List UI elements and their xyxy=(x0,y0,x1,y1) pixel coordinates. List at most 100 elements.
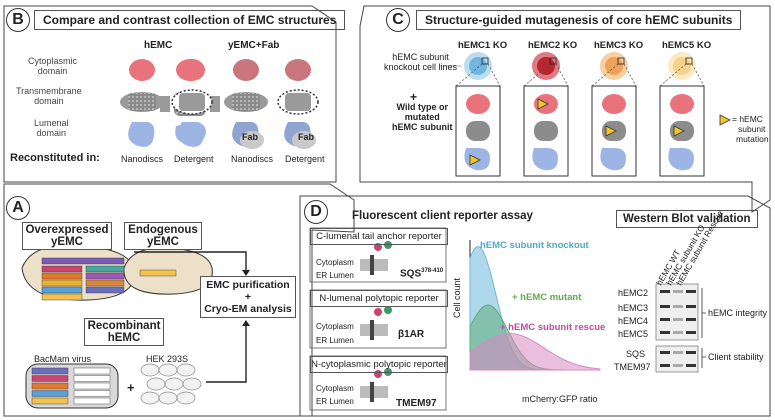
lumenal-subunit xyxy=(668,148,694,171)
cell-nucleus xyxy=(469,57,487,75)
zoom-line xyxy=(523,63,551,87)
wb-integrity-label: hEMC integrity xyxy=(708,308,768,318)
tm-helix xyxy=(370,255,374,275)
wb-band xyxy=(660,318,670,321)
emc-bar-right xyxy=(85,265,125,273)
wb-band xyxy=(686,318,696,321)
hek-cell xyxy=(146,377,166,391)
wb-band xyxy=(686,364,696,367)
hist-label-mutant: + hEMC mutant xyxy=(512,292,582,303)
lumenal-subunit xyxy=(600,148,626,171)
histogram-curve-3 xyxy=(469,333,601,371)
ko-label-hemc2: hEMC2 KO xyxy=(528,40,578,51)
tm-helix xyxy=(370,382,374,402)
arrow-head xyxy=(242,320,250,326)
bacmam-virus xyxy=(25,363,119,409)
tm-subunit xyxy=(534,121,558,141)
wb-membrane-stability xyxy=(655,345,699,373)
hist-label-rescue: + hEMC subunit rescue xyxy=(500,322,606,333)
wb-band xyxy=(673,331,683,334)
cytoplasm-label-1: Cytoplasm xyxy=(316,258,354,267)
cytoplasm-label-3: Cytoplasm xyxy=(316,384,354,393)
cyto-subunit xyxy=(466,94,490,114)
wb-row-hemc3: hEMC3 xyxy=(618,303,649,313)
cell-nucleus xyxy=(673,57,691,75)
bac-bar-right xyxy=(73,397,111,405)
hek-cell xyxy=(158,391,178,405)
er-lumen-label-2: ER Lumen xyxy=(316,336,354,345)
zoom-box xyxy=(549,57,557,65)
wb-bracket-stability xyxy=(701,348,706,368)
bac-bar-left xyxy=(31,375,69,382)
panel-b-letter: B xyxy=(6,8,30,32)
panel-a-frame xyxy=(3,183,355,417)
bac-bar-right xyxy=(73,367,111,375)
cell-nucleus xyxy=(537,57,555,75)
zoom-line xyxy=(691,63,705,87)
ko-label-hemc3: hEMC3 KO xyxy=(594,40,644,51)
lumenal-domain xyxy=(178,122,205,147)
wb-band xyxy=(686,290,696,293)
reporter-3-name: TMEM97 xyxy=(396,398,437,409)
emc-bar-left xyxy=(41,265,83,273)
arrow-endogenous xyxy=(200,251,247,272)
hist-ylabel: Cell count xyxy=(452,277,462,318)
wb-band xyxy=(660,364,670,367)
wb-band xyxy=(686,331,696,334)
endogenous-flag-bar xyxy=(139,269,177,277)
cytoplasm-label-2: Cytoplasm xyxy=(316,322,354,331)
condition-nanodiscs-2: Nanodiscs xyxy=(231,154,274,164)
emc1-bar xyxy=(41,257,125,265)
condition-detergent-2: Detergent xyxy=(285,154,325,164)
panel-a-letter: A xyxy=(6,196,30,220)
bacmam-virus-label: BacMam virus xyxy=(34,354,92,364)
yemc-fab-column-label: yEMC+Fab xyxy=(228,40,280,51)
ko-label-hemc1: hEMC1 KO xyxy=(458,40,508,51)
condition-nanodiscs-1: Nanodiscs xyxy=(121,154,164,164)
transmembrane-domain xyxy=(128,93,156,111)
ko-label-hemc5: hEMC5 KO xyxy=(662,40,712,51)
panel-c-title: Structure-guided mutagenesis of core hEM… xyxy=(416,10,742,30)
mutation-triangle xyxy=(469,154,481,166)
cyto-subunit xyxy=(670,94,694,114)
transmembrane-domain xyxy=(232,93,260,111)
wb-band xyxy=(660,331,670,334)
emc-bar-left xyxy=(41,286,83,294)
wb-row-hemc4: hEMC4 xyxy=(618,316,649,326)
hist-xlabel: mCherry:GFP ratio xyxy=(522,394,598,404)
bac-bar-right xyxy=(73,382,111,390)
panel-d-title: Fluorescent client reporter assay xyxy=(352,210,533,222)
emc-purification-box: EMC purification+Cryo-EM analysis xyxy=(200,276,296,318)
fab-label-1: Fab xyxy=(242,132,259,142)
yemc-nanodisc xyxy=(224,59,268,149)
mutation-triangle xyxy=(537,98,549,110)
tm-subunit xyxy=(466,121,490,141)
wb-band xyxy=(673,318,683,321)
wb-row-hemc5: hEMC5 xyxy=(618,329,649,339)
reporter-3-title: N-cytoplasmic polytopic reporter xyxy=(310,356,448,373)
emc-bar-left xyxy=(41,279,83,287)
emc-bar-left xyxy=(41,272,83,280)
wb-stability-label: Client stability xyxy=(708,352,764,362)
ko-cell-2 xyxy=(523,52,569,177)
wb-row-tmem97: TMEM97 xyxy=(614,362,651,372)
hist-label-knockout: hEMC subunit knockout xyxy=(480,240,589,251)
ko-cell-3 xyxy=(591,52,637,177)
panel-b-title: Compare and contrast collection of EMC s… xyxy=(34,10,346,30)
hek-cell xyxy=(176,391,196,405)
wb-membrane-integrity xyxy=(655,283,699,341)
bac-bar-left xyxy=(31,390,69,397)
panel-d-frame xyxy=(299,195,771,417)
gfp xyxy=(384,241,392,249)
wb-band xyxy=(686,305,696,308)
bac-bar-left xyxy=(31,367,69,375)
mutation-legend-icon xyxy=(719,114,731,126)
zoom-line xyxy=(455,63,483,87)
lumenal-subunit xyxy=(532,148,558,171)
